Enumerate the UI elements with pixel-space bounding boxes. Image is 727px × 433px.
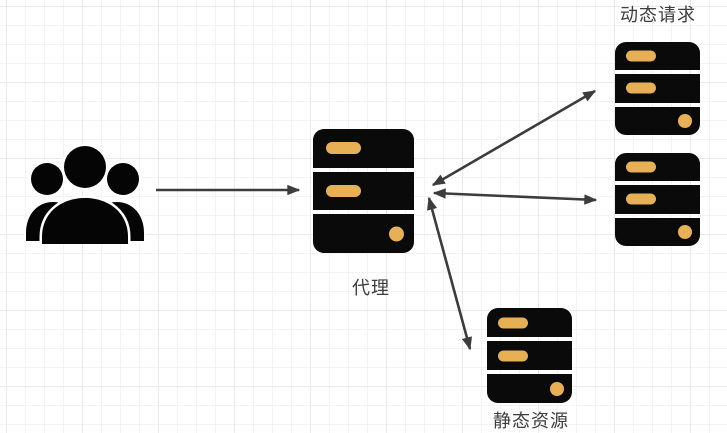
server-band (615, 217, 700, 246)
server-led-pill (626, 161, 656, 173)
server-led-pill (626, 50, 656, 62)
server-led-pill (626, 82, 656, 94)
server-led-pill (498, 350, 528, 361)
server-led-dot (677, 224, 692, 239)
server-band (487, 374, 572, 403)
server-band (615, 74, 700, 103)
server-band (615, 153, 700, 182)
server-band (615, 106, 700, 135)
server-band (615, 42, 700, 71)
server-band (615, 185, 700, 214)
server-led-pill (326, 142, 362, 155)
server-led-pill (498, 317, 528, 328)
edge-proxy-to-static-server[interactable] (427, 196, 472, 351)
users-group-node[interactable] (22, 140, 148, 247)
server-band (313, 129, 414, 168)
edge-proxy-to-dynamic-server-mid[interactable] (432, 188, 598, 205)
server-band (487, 341, 572, 370)
dynamic-requests-label: 动态请求 (620, 5, 696, 25)
server-led-pill (326, 185, 362, 197)
static-server-node[interactable] (487, 308, 572, 403)
server-band (313, 171, 414, 211)
server-band (487, 308, 572, 337)
server-led-pill (626, 193, 656, 205)
server-band (313, 214, 414, 253)
proxy-server-node[interactable] (313, 129, 414, 253)
server-led-dot (677, 113, 692, 128)
dynamic-server-mid-node[interactable] (615, 153, 700, 246)
edge-proxy-to-dynamic-server-top[interactable] (431, 89, 597, 187)
users-group-icon (23, 143, 147, 247)
dynamic-server-top-node[interactable] (615, 42, 700, 135)
server-led-dot (388, 226, 404, 242)
static-resources-label: 静态资源 (493, 411, 569, 431)
server-led-dot (549, 381, 564, 396)
proxy-label: 代理 (352, 278, 390, 298)
